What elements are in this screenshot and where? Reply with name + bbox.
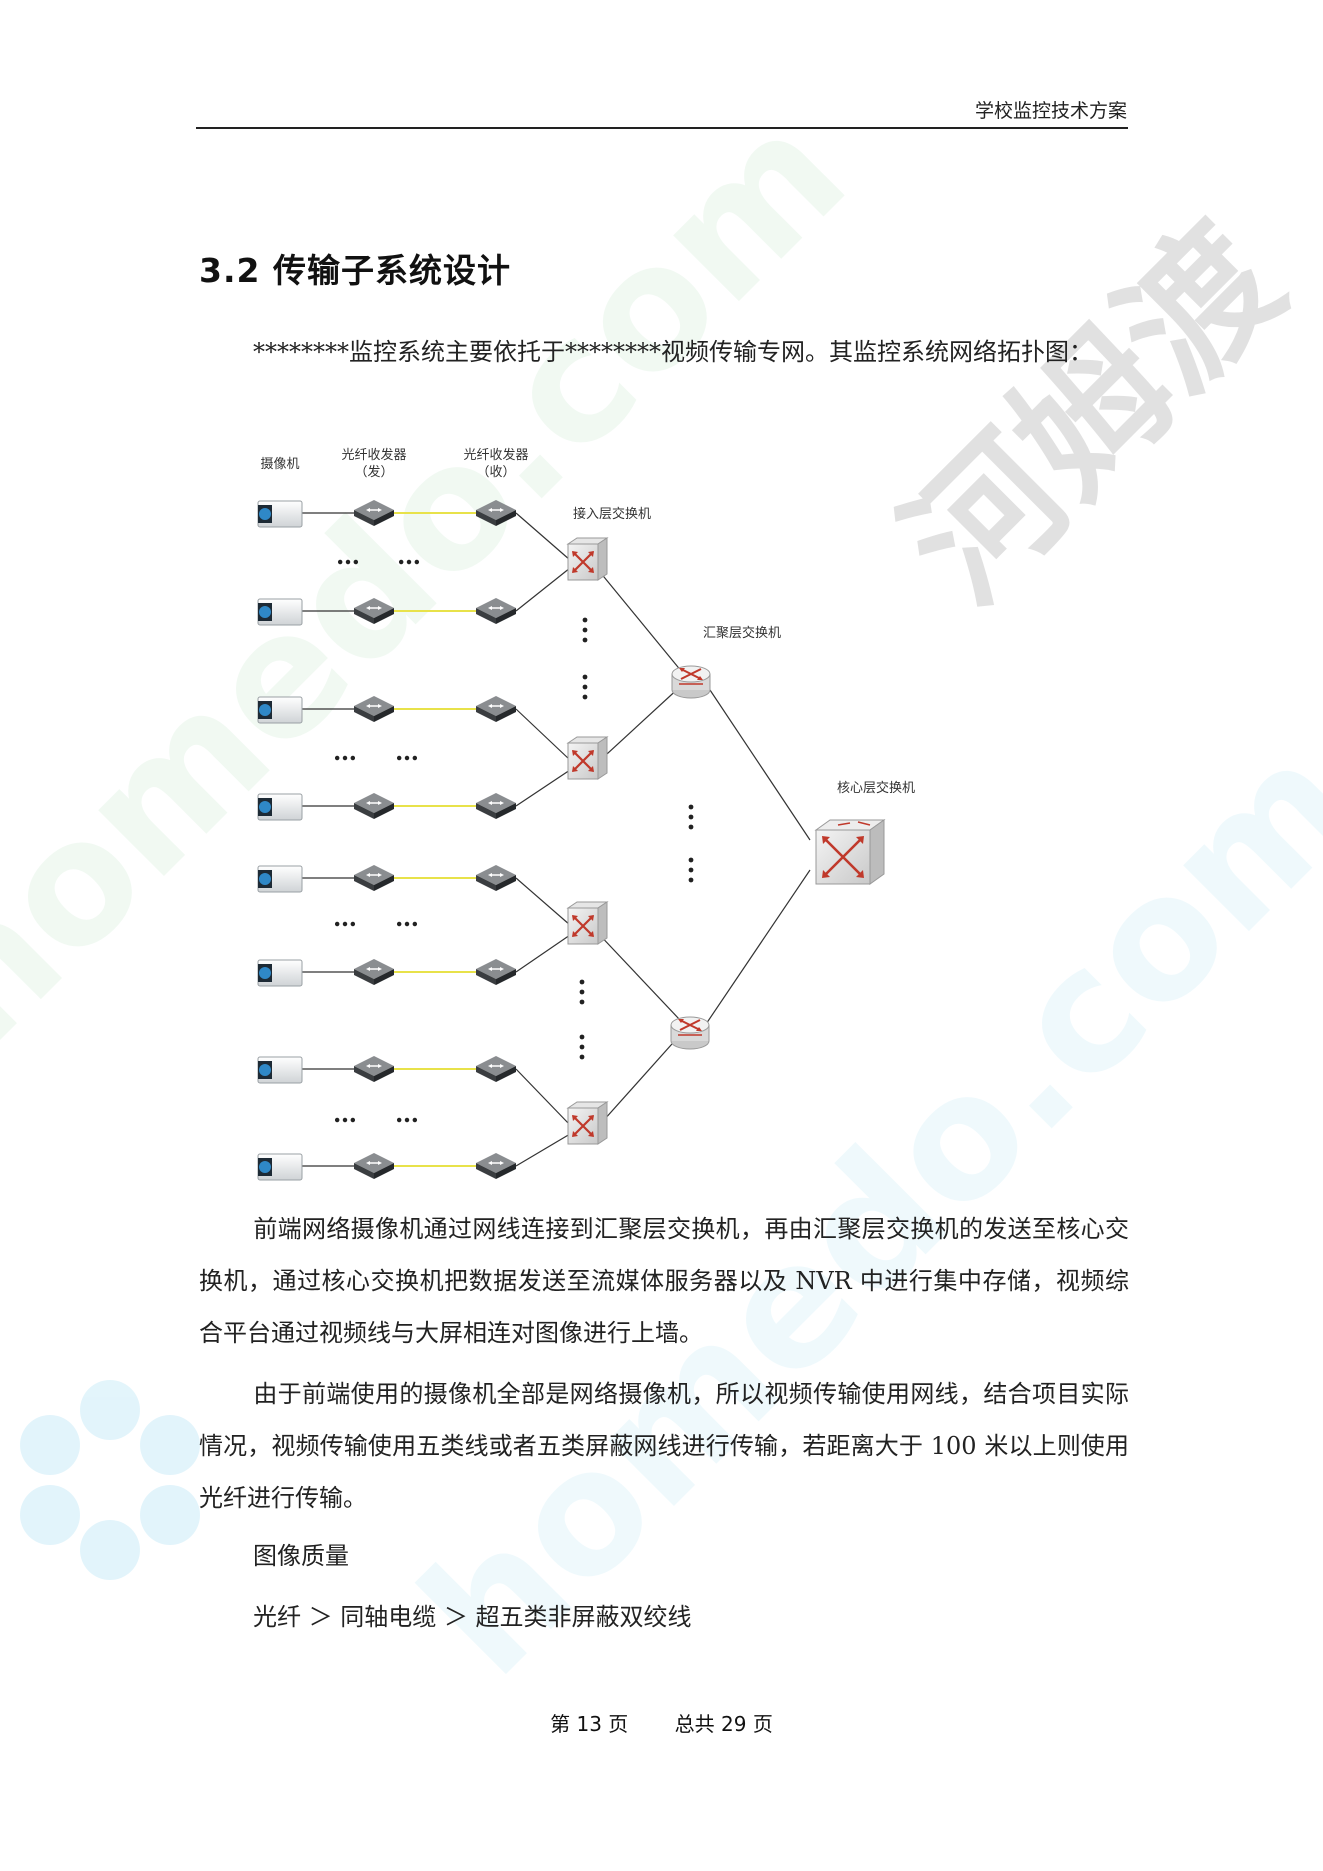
camera-icon bbox=[257, 793, 303, 821]
access-switch-group bbox=[566, 536, 609, 1146]
paragraph-2-text: 由于前端使用的摄像机全部是网络摄像机，所以视频传输使用网线，结合项目实际情况，视… bbox=[199, 1380, 1129, 1512]
camera-icon bbox=[257, 865, 303, 893]
ellipsis: … bbox=[333, 1099, 357, 1128]
ellipsis: … bbox=[395, 737, 419, 766]
fiber-transceiver-icon bbox=[353, 792, 395, 820]
paragraph-2: 由于前端使用的摄像机全部是网络摄像机，所以视频传输使用网线，结合项目实际情况，视… bbox=[199, 1368, 1129, 1524]
camera-icon bbox=[257, 500, 303, 528]
paragraph-1: 前端网络摄像机通过网线连接到汇聚层交换机，再由汇聚层交换机的发送至核心交换机，通… bbox=[199, 1203, 1129, 1359]
page-total: 总共 29 页 bbox=[674, 1712, 773, 1736]
fiber-transceiver-icon bbox=[475, 1055, 517, 1083]
fiber-transceiver-icon bbox=[353, 958, 395, 986]
ellipsis: … bbox=[395, 903, 419, 932]
fiber-transceiver-icon bbox=[475, 792, 517, 820]
label-aggregation-switch: 汇聚层交换机 bbox=[703, 625, 781, 641]
transceiver-send-group bbox=[353, 499, 395, 1180]
page-number: 第 13 页 bbox=[550, 1712, 629, 1736]
ellipsis: … bbox=[336, 541, 360, 570]
label-transceiver-recv-sub: （收） bbox=[476, 465, 515, 480]
label-transceiver-recv: 光纤收发器 bbox=[463, 447, 528, 463]
fiber-transceiver-icon bbox=[475, 597, 517, 625]
access-switch-icon bbox=[566, 900, 609, 946]
intro-text: ********监控系统主要依托于********视频传输专网。其监控系统网络拓… bbox=[253, 338, 1093, 366]
camera-icon bbox=[257, 696, 303, 724]
fiber-transceiver-icon bbox=[353, 864, 395, 892]
quality-ranking: 光纤 ＞ 同轴电缆 ＞ 超五类非屏蔽双绞线 bbox=[253, 1603, 692, 1631]
fiber-transceiver-icon bbox=[475, 1152, 517, 1180]
ellipsis: … bbox=[333, 737, 357, 766]
fiber-transceiver-icon bbox=[353, 1055, 395, 1083]
core-switch-icon bbox=[814, 818, 886, 886]
quality-label: 图像质量 bbox=[253, 1542, 349, 1570]
camera-icon bbox=[257, 959, 303, 987]
section-heading: 3.2 传输子系统设计 bbox=[199, 251, 511, 290]
ellipsis-group: … … … … … … … … bbox=[333, 541, 421, 1128]
fiber-transceiver-icon bbox=[475, 499, 517, 527]
header-rule bbox=[196, 127, 1128, 129]
access-switch-icon bbox=[566, 536, 609, 582]
fiber-transceiver-icon bbox=[353, 695, 395, 723]
fiber-transceiver-icon bbox=[353, 499, 395, 527]
camera-icon bbox=[257, 1056, 303, 1084]
label-access-switch: 接入层交换机 bbox=[573, 506, 651, 522]
page-footer: 第 13 页 总共 29 页 bbox=[0, 1708, 1323, 1737]
fiber-transceiver-icon bbox=[475, 695, 517, 723]
vertical-ellipsis-group bbox=[579, 617, 694, 1060]
network-topology-diagram: 摄像机 光纤收发器 （发） 光纤收发器 （收） 接入层交换机 汇聚层交换机 核心… bbox=[257, 447, 915, 1181]
topology-links bbox=[302, 512, 811, 1167]
ellipsis: … bbox=[395, 1099, 419, 1128]
aggregation-router-icon bbox=[671, 665, 711, 699]
label-transceiver-send: 光纤收发器 bbox=[341, 447, 406, 463]
label-camera: 摄像机 bbox=[260, 457, 299, 472]
ellipsis: … bbox=[333, 903, 357, 932]
fiber-transceiver-icon bbox=[475, 864, 517, 892]
camera-icon bbox=[257, 598, 303, 626]
paragraph-1-text: 前端网络摄像机通过网线连接到汇聚层交换机，再由汇聚层交换机的发送至核心交换机，通… bbox=[199, 1215, 1129, 1347]
ellipsis: … bbox=[397, 541, 421, 570]
quality-label-line: 图像质量 bbox=[199, 1530, 1129, 1582]
label-core-switch: 核心层交换机 bbox=[837, 780, 915, 796]
watermark-flower-icon bbox=[20, 1380, 200, 1580]
camera-icon bbox=[257, 1153, 303, 1181]
aggregation-router-icon bbox=[670, 1016, 710, 1050]
label-transceiver-send-sub: （发） bbox=[354, 464, 393, 480]
header-title: 学校监控技术方案 bbox=[974, 100, 1127, 122]
access-switch-icon bbox=[566, 735, 609, 781]
fiber-transceiver-icon bbox=[353, 1152, 395, 1180]
intro-paragraph: ********监控系统主要依托于********视频传输专网。其监控系统网络拓… bbox=[199, 326, 1129, 378]
transceiver-recv-group bbox=[475, 499, 517, 1180]
aggregation-switch-group bbox=[670, 665, 711, 1050]
camera-group bbox=[257, 500, 303, 1181]
access-switch-icon bbox=[566, 1100, 609, 1146]
quality-ranking-line: 光纤 ＞ 同轴电缆 ＞ 超五类非屏蔽双绞线 bbox=[199, 1591, 1129, 1643]
fiber-transceiver-icon bbox=[353, 597, 395, 625]
fiber-transceiver-icon bbox=[475, 958, 517, 986]
